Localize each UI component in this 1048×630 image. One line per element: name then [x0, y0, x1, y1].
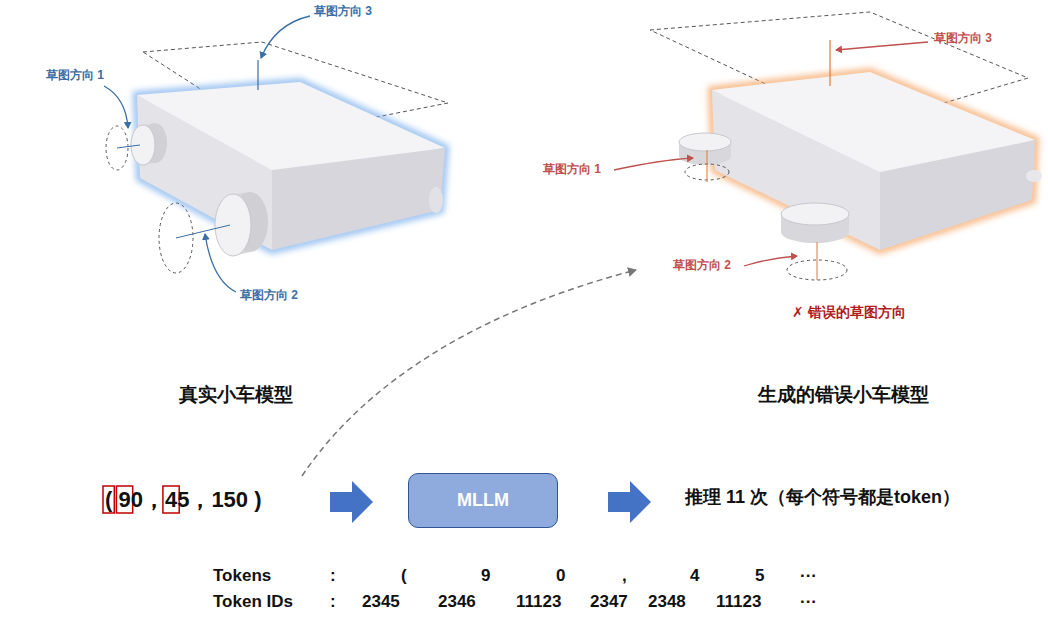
- token-id: 2345: [362, 592, 400, 612]
- ellipsis: ···: [800, 592, 817, 612]
- direction-label: 草图方向 2: [673, 258, 731, 272]
- separator: :: [330, 566, 336, 586]
- model-title: 生成的错误小车模型: [758, 384, 929, 407]
- row-header: Token IDs: [213, 592, 293, 612]
- token: 4: [690, 566, 699, 586]
- direction-label: 草图方向 3: [314, 4, 372, 18]
- token: (: [401, 566, 407, 586]
- model-box: MLLM: [408, 473, 558, 528]
- dashed-link: [302, 270, 636, 476]
- direction-label: 草图方向 1: [46, 68, 104, 82]
- token-id: 2348: [648, 592, 686, 612]
- token: 5: [755, 566, 764, 586]
- inference-note: 推理 11 次（每个符号都是token）: [685, 487, 960, 509]
- block-arrow: [330, 481, 373, 523]
- token-id: 2346: [438, 592, 476, 612]
- input-tuple: ( 90，45，150 ): [105, 487, 262, 513]
- token-id: 11123: [716, 592, 761, 612]
- token: ,: [622, 566, 627, 586]
- token-id: 11123: [516, 592, 561, 612]
- separator: :: [330, 592, 336, 612]
- model-title: 真实小车模型: [179, 384, 293, 407]
- token: 9: [481, 566, 490, 586]
- direction-label: 草图方向 2: [240, 288, 298, 302]
- model-name: MLLM: [457, 490, 509, 511]
- token: 0: [556, 566, 565, 586]
- ellipsis: ···: [800, 566, 817, 586]
- error-note: ✗ 错误的草图方向: [792, 304, 906, 321]
- row-header: Tokens: [213, 566, 271, 586]
- real-car-model: [104, 16, 448, 292]
- direction-label: 草图方向 3: [934, 31, 992, 45]
- direction-label: 草图方向 1: [543, 162, 601, 176]
- block-arrow: [608, 481, 651, 523]
- wrong-car-model: [614, 12, 1042, 280]
- token-id: 2347: [590, 592, 628, 612]
